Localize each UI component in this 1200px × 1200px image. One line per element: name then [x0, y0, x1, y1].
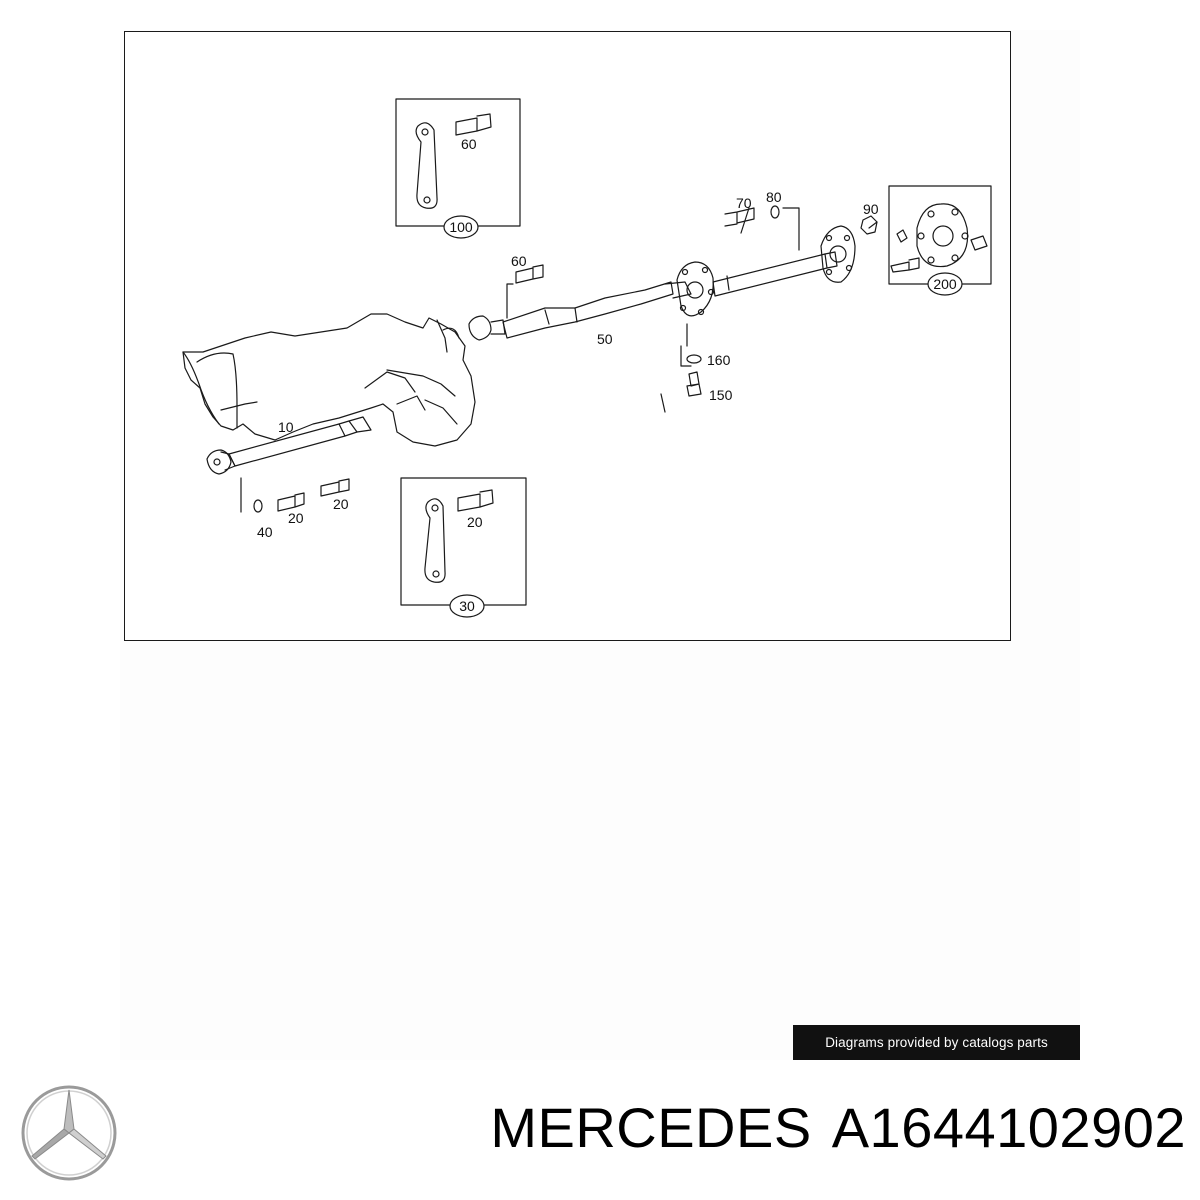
diagram-credit-badge: Diagrams provided by catalogs parts	[793, 1025, 1080, 1060]
callout-label-70: 70	[736, 195, 752, 211]
callout-label-20-inset: 20	[467, 514, 483, 530]
washer-40	[253, 499, 263, 513]
link-bracket-30	[424, 498, 446, 583]
rear-shaft	[712, 251, 838, 297]
bolt-20-inset	[457, 489, 494, 512]
main-shaft-50	[502, 281, 692, 339]
callout-label-80: 80	[766, 189, 782, 205]
nut-200	[970, 235, 988, 251]
inset-box-200	[888, 185, 992, 285]
callout-circle-200	[927, 272, 963, 296]
callout-label-60-top: 60	[461, 136, 477, 152]
callout-label-40: 40	[257, 524, 273, 540]
bolt-200	[890, 257, 920, 273]
bolt-60-top	[455, 113, 492, 136]
callout-label-60-middle: 60	[511, 253, 527, 269]
callout-label-200: 200	[933, 276, 957, 292]
nut-90	[860, 215, 878, 235]
link-bracket-100	[415, 122, 438, 209]
mercedes-star-logo	[18, 1082, 120, 1189]
center-flex-joint	[676, 261, 715, 347]
callout-label-150: 150	[709, 387, 733, 403]
rear-flange	[820, 225, 856, 283]
brand-name: MERCEDES	[490, 1096, 812, 1159]
callout-label-160: 160	[707, 352, 731, 368]
callout-label-10: 10	[278, 419, 294, 435]
bolt-20-left	[277, 492, 305, 512]
front-flange-50	[468, 315, 506, 341]
washer-160	[686, 354, 702, 364]
exploded-view-drawing: 100 30 200 60 60 70 80 90 50 160 150 10 …	[182, 98, 992, 618]
callout-label-50: 50	[597, 331, 613, 347]
inset-box-100	[395, 98, 521, 227]
transmission-housing	[182, 313, 476, 447]
flex-disc-200	[916, 203, 969, 268]
bolt-60-middle	[515, 264, 544, 284]
callout-label-20-left: 20	[288, 510, 304, 526]
callout-label-100: 100	[449, 219, 473, 235]
callout-label-20-right: 20	[333, 496, 349, 512]
washer-80	[770, 205, 780, 219]
callout-circle-100	[443, 215, 479, 239]
callout-label-90: 90	[863, 201, 879, 217]
parts-diagram: 100 30 200 60 60 70 80 90 50 160 150 10 …	[124, 31, 1011, 641]
callout-label-30: 30	[459, 598, 475, 614]
part-number: A1644102902	[831, 1096, 1186, 1159]
front-shaft-10	[206, 416, 372, 475]
washer-200	[896, 229, 908, 243]
bolt-150	[686, 371, 702, 397]
callout-circle-30	[449, 594, 485, 618]
bolt-20-right	[320, 478, 350, 497]
